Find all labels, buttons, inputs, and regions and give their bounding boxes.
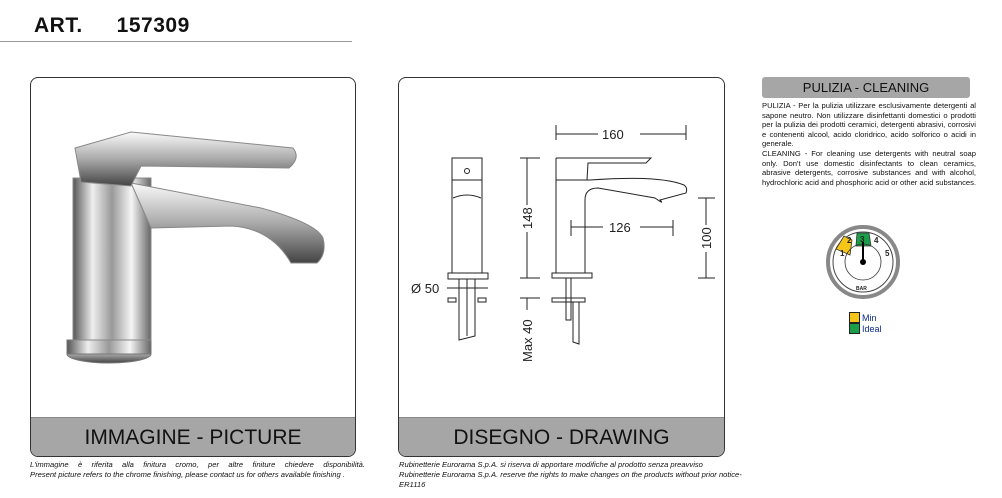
front-view <box>447 157 489 341</box>
article-number: 157309 <box>116 14 190 37</box>
gauge-label-3: 3 <box>860 235 865 244</box>
gauge-label-1: 1 <box>840 249 845 258</box>
picture-caption: IMMAGINE - PICTURE <box>31 417 355 456</box>
cleaning-title: PULIZIA - CLEANING <box>762 77 970 98</box>
picture-note-en: Present picture refers to the chrome fin… <box>30 470 345 479</box>
side-view <box>551 157 688 345</box>
gauge-min-segment <box>835 235 853 256</box>
dim-spout-height: 100 <box>699 227 714 249</box>
gauge-label-5: 5 <box>885 249 890 258</box>
picture-note-it: L'immagine è riferita alla finitura crom… <box>30 460 365 469</box>
faucet-photo <box>66 131 325 364</box>
dim-diameter: Ø 50 <box>411 281 439 296</box>
dim-width: 160 <box>602 127 624 142</box>
gauge-label-2: 2 <box>847 236 852 245</box>
header-divider <box>0 41 352 42</box>
gauge-legend: Min Ideal <box>849 312 882 334</box>
article-header: ART. 157309 <box>34 14 224 38</box>
rights-note: Rubinetterie Eurorama S.p.A. si riserva … <box>399 460 749 490</box>
pressure-gauge: 1 2 3 4 5 BAR <box>826 225 900 299</box>
legend-min: Min <box>849 312 882 323</box>
rights-note-it: Rubinetterie Eurorama S.p.A. si riserva … <box>399 460 703 469</box>
drawing-caption: DISEGNO - DRAWING <box>399 417 724 456</box>
gauge-label-4: 4 <box>874 236 879 245</box>
legend-ideal: Ideal <box>849 323 882 334</box>
art-label: ART. <box>34 14 83 37</box>
picture-panel: IMMAGINE - PICTURE <box>30 77 356 457</box>
dim-max-thickness: Max 40 <box>520 319 535 362</box>
rights-note-en: Rubinetterie Eurorama S.p.A. reserve the… <box>399 470 742 489</box>
dim-spout-reach: 126 <box>609 220 631 235</box>
cleaning-text-en: CLEANING - For cleaning use detergents w… <box>762 148 977 187</box>
picture-note: L'immagine è riferita alla finitura crom… <box>30 460 365 480</box>
cleaning-text-it: PULIZIA - Per la pulizia utilizzare escl… <box>762 101 976 149</box>
dimension-lines <box>447 125 715 310</box>
cleaning-text: PULIZIA - Per la pulizia utilizzare escl… <box>762 101 976 187</box>
gauge-unit: BAR <box>856 286 867 292</box>
dim-height: 148 <box>520 207 535 229</box>
